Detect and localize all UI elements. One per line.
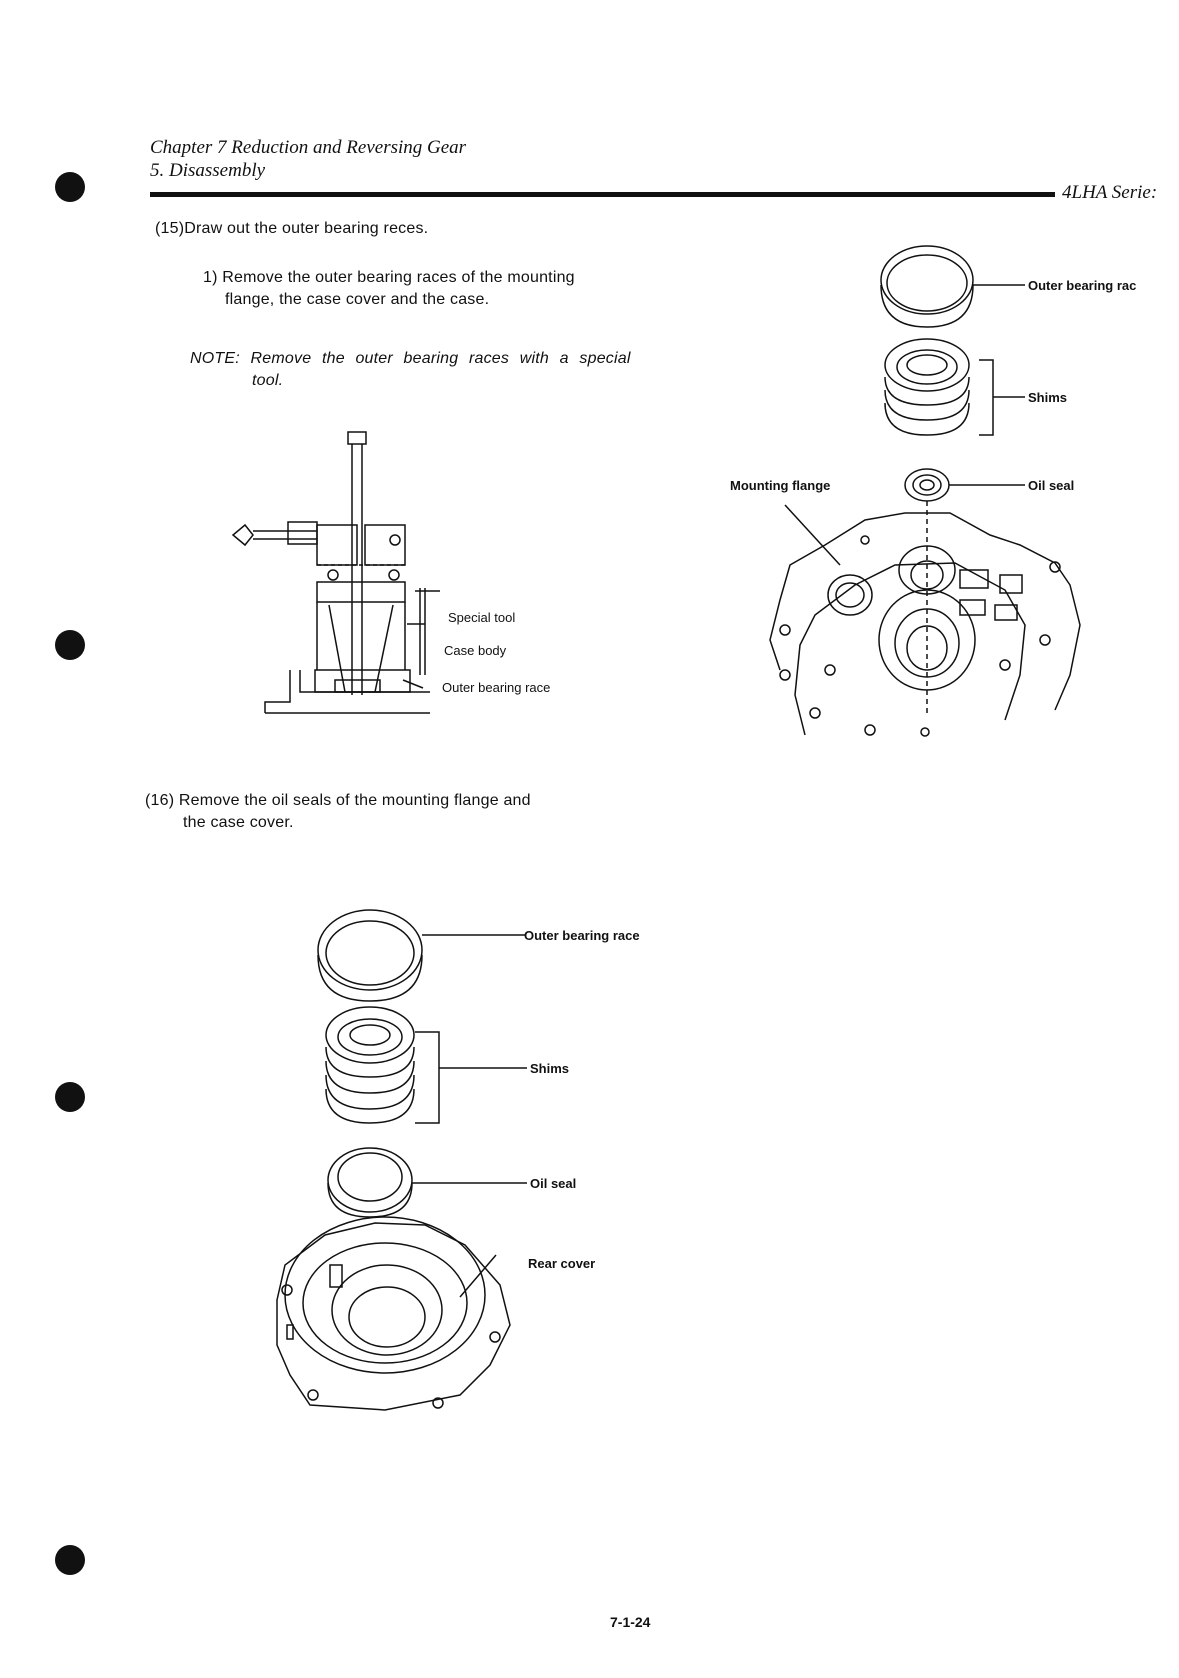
label-mounting-flange: Mounting flange (730, 478, 831, 493)
label-case-body: Case body (444, 643, 507, 658)
step-15-sub-1-line-1: 1) Remove the outer bearing races of the… (203, 269, 575, 286)
series-label: 4LHA Serie: (1062, 182, 1158, 203)
label-shims-rear: Shims (530, 1061, 570, 1076)
step-15-note-line-2: tool. (252, 372, 284, 389)
label-special-tool: Special tool (448, 610, 516, 625)
step-16-line-1: (16) Remove the oil seals of the mountin… (145, 792, 531, 809)
label-oil-seal-flange: Oil seal (1028, 478, 1075, 493)
label-outer-bearing-race-rear: Outer bearing race (524, 928, 640, 943)
section-title: 5. Disassembly (150, 160, 266, 181)
rear-cover-figure (265, 905, 525, 1425)
step-15-sub-1-line-2: flange, the case cover and the case. (225, 291, 490, 308)
label-rear-cover: Rear cover (528, 1256, 596, 1271)
binder-hole-2 (55, 630, 85, 660)
mounting-flange-figure (755, 245, 1125, 745)
header-rule (150, 192, 1055, 197)
binder-hole-4 (55, 1545, 85, 1575)
special-tool-figure (225, 430, 445, 720)
label-outer-bearing-race-flange: Outer bearing rac (1028, 278, 1137, 293)
label-outer-bearing-race-tool: Outer bearing race (442, 680, 551, 695)
label-oil-seal-rear: Oil seal (530, 1176, 577, 1191)
page-number: 7-1-24 (610, 1614, 651, 1630)
chapter-title: Chapter 7 Reduction and Reversing Gear (150, 137, 467, 158)
step-15-note-line-1: NOTE: Remove the outer bearing races wit… (190, 350, 631, 367)
binder-hole-1 (55, 172, 85, 202)
step-15-heading: (15)Draw out the outer bearing reces. (155, 220, 429, 237)
label-shims-flange: Shims (1028, 390, 1068, 405)
binder-hole-3 (55, 1082, 85, 1112)
step-16-line-2: the case cover. (183, 814, 294, 831)
